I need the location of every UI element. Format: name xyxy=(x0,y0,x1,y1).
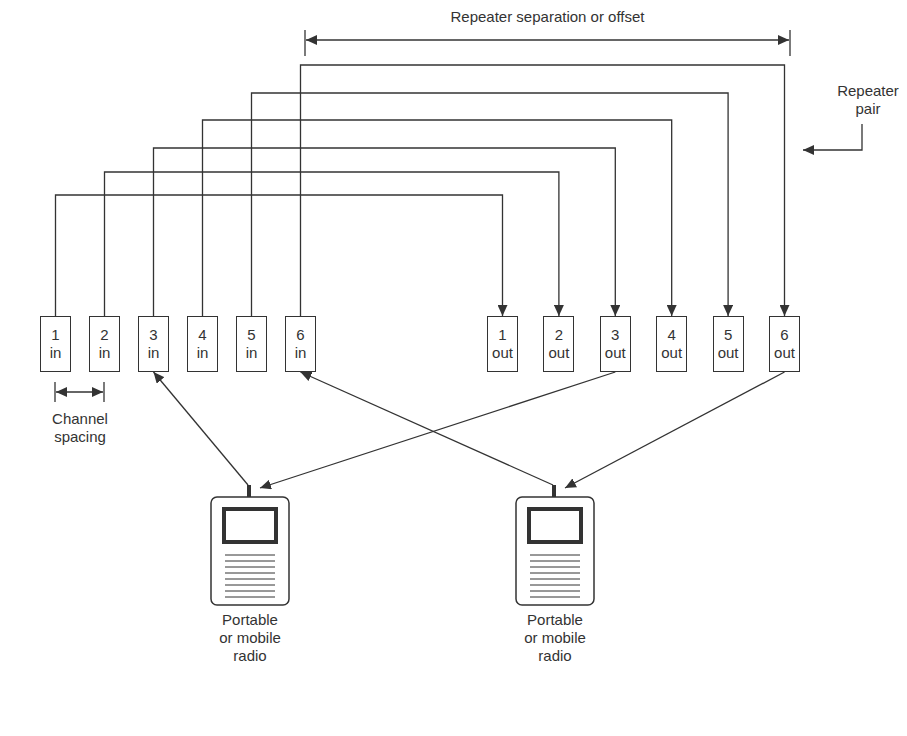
channel-box: 1 out xyxy=(487,316,518,372)
channel-label: 3 in xyxy=(148,326,160,362)
radio-node: Portable or mobile radio xyxy=(500,485,610,665)
channel-label: 3 out xyxy=(605,326,626,362)
channel-box: 6 in xyxy=(285,316,316,372)
radio-link-arrow xyxy=(301,372,554,485)
channel-box: 3 in xyxy=(138,316,169,372)
spacing-dimension xyxy=(55,382,104,402)
dimension-label: Repeater separation or offset xyxy=(305,8,790,26)
channel-box: 5 out xyxy=(713,316,744,372)
repeater-pair-line xyxy=(105,172,559,316)
channel-box: 5 in xyxy=(236,316,267,372)
channel-label: 1 in xyxy=(50,326,62,362)
callout-label: Repeater pair xyxy=(832,82,904,118)
repeater-pair-line xyxy=(203,120,672,316)
channel-label: 1 out xyxy=(492,326,513,362)
channel-label: 5 in xyxy=(246,326,258,362)
channel-box: 2 out xyxy=(543,316,574,372)
channel-label: 6 in xyxy=(295,326,307,362)
channel-label: 2 out xyxy=(548,326,569,362)
radio-icon xyxy=(195,485,305,607)
channel-label: 2 in xyxy=(99,326,111,362)
channel-label: 4 out xyxy=(661,326,682,362)
channel-box: 4 in xyxy=(187,316,218,372)
radio-link-arrow xyxy=(565,372,785,488)
channel-label: 6 out xyxy=(774,326,795,362)
repeater-pair-line xyxy=(154,148,616,316)
channel-box: 3 out xyxy=(600,316,631,372)
channel-box: 4 out xyxy=(656,316,687,372)
dimension-label: Channel spacing xyxy=(38,410,122,446)
radio-link-arrow xyxy=(260,372,615,488)
radio-icon xyxy=(500,485,610,607)
channel-label: 4 in xyxy=(197,326,209,362)
leader-arrow xyxy=(803,124,862,150)
channel-box: 1 in xyxy=(40,316,71,372)
repeater-pair-line xyxy=(301,65,785,316)
radio-caption: Portable or mobile radio xyxy=(520,611,590,665)
radio-node: Portable or mobile radio xyxy=(195,485,305,665)
channel-label: 5 out xyxy=(718,326,739,362)
repeater-pair-line xyxy=(252,93,729,316)
separation-dimension xyxy=(305,30,790,56)
channel-box: 2 in xyxy=(89,316,120,372)
repeater-pair-line xyxy=(56,195,503,316)
radio-link-arrow xyxy=(154,372,249,485)
channel-box: 6 out xyxy=(769,316,800,372)
radio-caption: Portable or mobile radio xyxy=(215,611,285,665)
